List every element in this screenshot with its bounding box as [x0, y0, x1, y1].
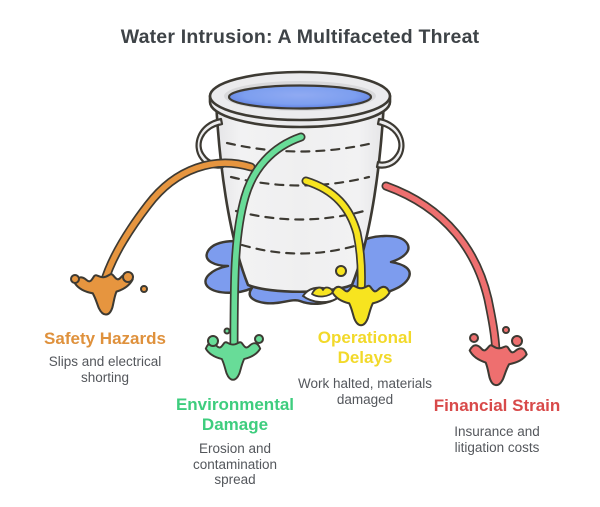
threat-financial-strain: Financial Strain Insurance and litigatio… — [407, 396, 587, 455]
bucket-handle-right — [375, 117, 405, 169]
operations-stream — [303, 178, 365, 294]
threat-description: Work halted, materials damaged — [297, 376, 433, 407]
bucket-dashed-bands — [225, 141, 375, 255]
yellow-droplet-on-bucket — [335, 265, 347, 277]
threat-description: Erosion and contamination spread — [192, 441, 278, 487]
leak-streams — [99, 132, 501, 357]
finance-splash — [466, 342, 529, 389]
safety-stream — [101, 160, 254, 286]
threat-label: Operational Delays — [317, 328, 413, 367]
yellow-mini-splat — [311, 286, 334, 298]
bucket-water-surface — [227, 84, 373, 110]
safety-droplets — [70, 271, 148, 293]
threat-safety-hazards: Safety Hazards Slips and electrical shor… — [15, 329, 195, 385]
threat-label: Environmental Damage — [175, 395, 295, 434]
environment-splash — [204, 341, 262, 381]
environment-stream — [231, 134, 304, 352]
environment-droplets — [207, 327, 264, 347]
threat-environmental-damage: Environmental Damage Erosion and contami… — [145, 395, 325, 488]
threat-description: Insurance and litigation costs — [454, 424, 540, 455]
threat-label: Safety Hazards — [44, 329, 166, 348]
operations-splash — [331, 284, 391, 327]
threat-label: Financial Strain — [433, 396, 561, 415]
threat-operational-delays: Operational Delays Work halted, material… — [275, 328, 455, 407]
finance-stream — [383, 183, 499, 355]
threat-description: Slips and electrical shorting — [48, 354, 162, 385]
page-title: Water Intrusion: A Multifaceted Threat — [120, 26, 480, 48]
finance-droplets — [469, 326, 523, 347]
